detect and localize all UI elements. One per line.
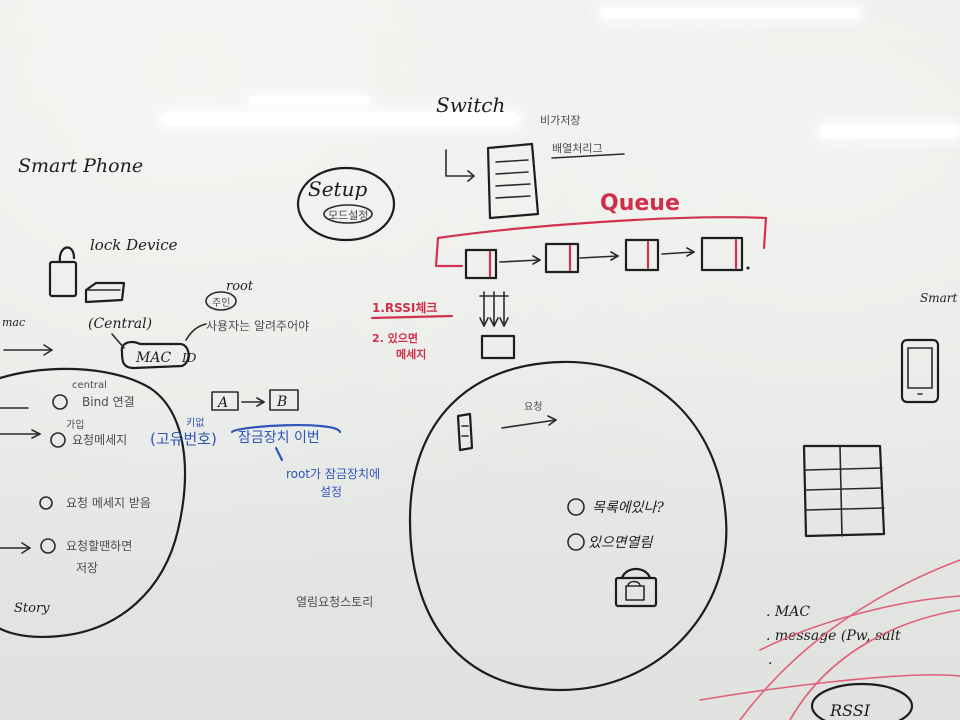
lock-device-kr-label: 잠금장치 이번 xyxy=(238,430,320,446)
dequeued-item-box xyxy=(480,334,516,360)
ceiling-light-reflection xyxy=(600,8,860,18)
request-arrow xyxy=(501,415,557,429)
ceiling-light-reflection xyxy=(160,112,520,126)
rssi-bottom-label: RSSI xyxy=(829,701,871,720)
central-label: (Central) xyxy=(88,316,152,332)
smart-right-label: Smart xyxy=(920,291,957,305)
dequeue-arrows xyxy=(479,291,509,327)
central-list-heading: central xyxy=(72,380,107,391)
key-annotation: 키없 xyxy=(186,416,204,429)
box-b xyxy=(269,389,299,411)
queue-node-1 xyxy=(464,248,498,280)
bullet-mac: . MAC xyxy=(766,604,810,620)
step-2-arrow xyxy=(0,429,41,439)
check-2-text: 있으면열림 xyxy=(588,535,654,551)
lock-box-icon xyxy=(614,567,658,608)
rssi-step-2-label: 2. 있으면 xyxy=(372,331,418,345)
mac-side-label: mac xyxy=(2,316,25,329)
bullet-extra: . xyxy=(768,652,772,668)
box-a xyxy=(211,391,239,411)
ceiling-light-reflection xyxy=(820,124,960,138)
step-4-text-2: 저장 xyxy=(76,561,98,575)
mac-label: MAC xyxy=(135,350,171,366)
queue-node-2 xyxy=(544,242,580,274)
root-circle xyxy=(205,291,237,311)
switch-label: Switch xyxy=(436,93,505,117)
root-note-line-2: 설정 xyxy=(320,485,342,499)
check-2-marker xyxy=(567,533,585,551)
step-4-marker xyxy=(40,538,56,554)
open-story-label: 열림요청스토리 xyxy=(296,595,373,609)
a-to-b-arrow xyxy=(241,397,265,407)
list-document-icon xyxy=(486,142,540,220)
root-kr-label: 주인 xyxy=(212,297,230,309)
smartphone-heading: Smart Phone xyxy=(18,155,143,177)
box-a-label: A xyxy=(216,395,228,411)
queue-arrow xyxy=(661,247,695,257)
open-process-circle xyxy=(408,360,728,692)
check-1-marker xyxy=(567,498,585,516)
setup-mode-label: 모드설정 xyxy=(328,209,368,222)
queue-arrow xyxy=(579,251,619,261)
step-2-top-text: 가입 xyxy=(66,418,84,431)
step-3-marker xyxy=(39,496,53,510)
pink-scribble-lines xyxy=(699,559,960,720)
root-note-line-1: root가 잠금장치에 xyxy=(286,467,380,481)
padlock-icon xyxy=(48,246,78,298)
step-2-marker xyxy=(50,432,66,448)
queue-bracket xyxy=(434,216,768,268)
queue-node-4 xyxy=(700,236,750,272)
queue-arrow xyxy=(499,255,541,265)
request-label: 요청 xyxy=(524,401,542,413)
setup-mode-ellipse xyxy=(323,204,373,224)
lock-device-label: lock Device xyxy=(90,236,178,254)
box-b-label: B xyxy=(276,394,287,410)
smartphone-icon xyxy=(900,338,940,404)
setup-label: Setup xyxy=(308,177,367,201)
switch-hook-arrow xyxy=(445,149,475,177)
step-2-text: 요청메세지 xyxy=(72,433,127,447)
queue-label: Queue xyxy=(600,191,680,216)
switch-note-1: 비가저장 xyxy=(540,114,580,127)
setup-circle xyxy=(296,166,396,242)
queue-node-3 xyxy=(624,238,660,272)
id-label: ID xyxy=(181,351,197,365)
rssi-ellipse xyxy=(810,682,914,720)
user-check-label: 사용자는 알려주어야 xyxy=(206,319,309,333)
rssi-check-label: 1.RSSI체크 xyxy=(372,300,437,315)
door-lock-icon xyxy=(456,412,474,452)
ceiling-light-reflection xyxy=(250,96,370,104)
check-1-text: 목록에있나? xyxy=(592,500,664,516)
connector-line xyxy=(185,323,207,341)
step-1-marker xyxy=(52,394,68,410)
step-4-text: 요청할땐하면 xyxy=(66,539,132,553)
blue-bracket xyxy=(230,424,342,434)
step-1-text: Bind 연결 xyxy=(82,395,135,409)
rssi-step-2-label-b: 메세지 xyxy=(396,347,426,361)
step-4-arrow xyxy=(0,542,31,554)
story-label: Story xyxy=(14,601,50,616)
step-3-text: 요청 메세지 받음 xyxy=(66,496,151,510)
blue-pointer xyxy=(274,446,284,462)
left-process-circle xyxy=(0,367,187,638)
switch-note-2: 배열처리그 xyxy=(552,142,603,155)
table-grid-icon xyxy=(802,444,886,538)
mac-box xyxy=(111,333,190,370)
left-arrow xyxy=(3,344,53,356)
device-box-icon xyxy=(84,281,126,304)
root-label: root xyxy=(226,279,254,294)
unique-number-label: (고유번호) xyxy=(150,430,217,448)
